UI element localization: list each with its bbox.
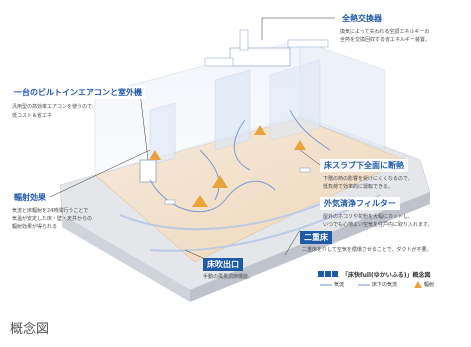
slab-front bbox=[190, 192, 430, 302]
partition-2 bbox=[269, 59, 321, 141]
filter-desc-2: いつでも心地よい空気を住戸内に取り入れます。 bbox=[323, 222, 433, 228]
radiant-desc-1: 気流と床輻射を24時間行うことで bbox=[12, 208, 89, 214]
heat-exchanger-desc-2: 全熱を交換回収する省エネルギー装置。 bbox=[340, 37, 431, 43]
aircon-desc-2: 低コスト＆省エネ bbox=[12, 113, 53, 119]
airflow-line bbox=[233, 119, 251, 171]
legend-item-radiant: 輻射 bbox=[424, 282, 435, 288]
duct-1 bbox=[204, 57, 234, 67]
leader-line bbox=[284, 229, 301, 256]
floor-outlet bbox=[299, 167, 311, 173]
heat-exchanger-title: 全熱交換器 bbox=[338, 12, 386, 25]
aircon-desc-1: 汎用型の高効率エアコンを使うので、 bbox=[12, 104, 97, 110]
legend: 「床快full(ゆかいふる)」概念図 気流 床下の気流 輻射 bbox=[318, 270, 458, 292]
floor-outlets bbox=[164, 167, 311, 205]
aircon-unit bbox=[139, 159, 157, 183]
figure-caption: 概念図 bbox=[10, 322, 50, 337]
double-floor-desc-1: 二重床を介して空気を循環させることで、ダクトが不要。 bbox=[302, 247, 432, 253]
slab-insulation-desc-1: 下階の熱の影響を受けにくくなるので、 bbox=[323, 176, 413, 182]
floor-outlet-desc-1: 手動の風量調節機能。 bbox=[203, 274, 254, 280]
leader-line bbox=[184, 249, 204, 259]
airflow-lines bbox=[149, 109, 331, 213]
radiant-marker bbox=[149, 150, 161, 160]
legend-item-underfloor-airflow: 床下の気流 bbox=[372, 282, 398, 288]
radiant-marker bbox=[192, 195, 208, 207]
filter-title: 外気清浄フィルター bbox=[320, 197, 400, 210]
floor-outlet bbox=[164, 199, 176, 205]
radiant-marker bbox=[294, 140, 306, 150]
duct-2 bbox=[287, 39, 329, 48]
radiant-title: 輻射効果 bbox=[10, 191, 50, 204]
legend-squares-icon bbox=[318, 271, 338, 277]
filter-desc-1: 屋外のホコリや花粉を大幅にカットし、 bbox=[323, 214, 414, 220]
radiant-marker bbox=[254, 125, 266, 135]
heat-exchanger-unit bbox=[229, 47, 291, 67]
radiant-desc-2: 気温が安定した床・壁・天井からの bbox=[12, 216, 93, 222]
duct-3 bbox=[239, 29, 249, 51]
double-floor-title: 二重床 bbox=[300, 231, 332, 244]
airflow-line bbox=[199, 149, 220, 201]
leader-line bbox=[261, 17, 335, 40]
legend-radiant-icon bbox=[414, 281, 422, 288]
underfloor-line bbox=[119, 199, 331, 231]
airflow-line bbox=[289, 109, 331, 151]
partition-1 bbox=[214, 69, 251, 151]
radiant-desc-3: 輻射効果が得られる bbox=[12, 224, 58, 230]
airflow-line bbox=[224, 180, 276, 201]
partition-3 bbox=[149, 102, 176, 166]
airflow-line bbox=[149, 179, 226, 213]
legend-item-airflow: 気流 bbox=[334, 282, 345, 288]
legend-title: 「床快full(ゆかいふる)」概念図 bbox=[342, 272, 431, 279]
slab-side bbox=[62, 215, 190, 302]
slab-insulation-title: 床スラブ下全面に断熱 bbox=[320, 159, 408, 172]
leader-line bbox=[299, 149, 321, 166]
slab-insulation-desc-2: 低負荷で効率的に運転できる。 bbox=[323, 184, 393, 190]
legend-airflow-icon bbox=[320, 284, 332, 286]
floor-outlet-title: 床吹出口 bbox=[203, 258, 243, 271]
aircon-title: 一台のビルトインエアコンと室外機 bbox=[10, 86, 146, 99]
radiant-marker bbox=[212, 175, 228, 188]
legend-underfloor-airflow-icon bbox=[358, 284, 370, 286]
heat-exchanger-desc-1: 換気によって失われる空調エネルギーの bbox=[340, 29, 430, 35]
